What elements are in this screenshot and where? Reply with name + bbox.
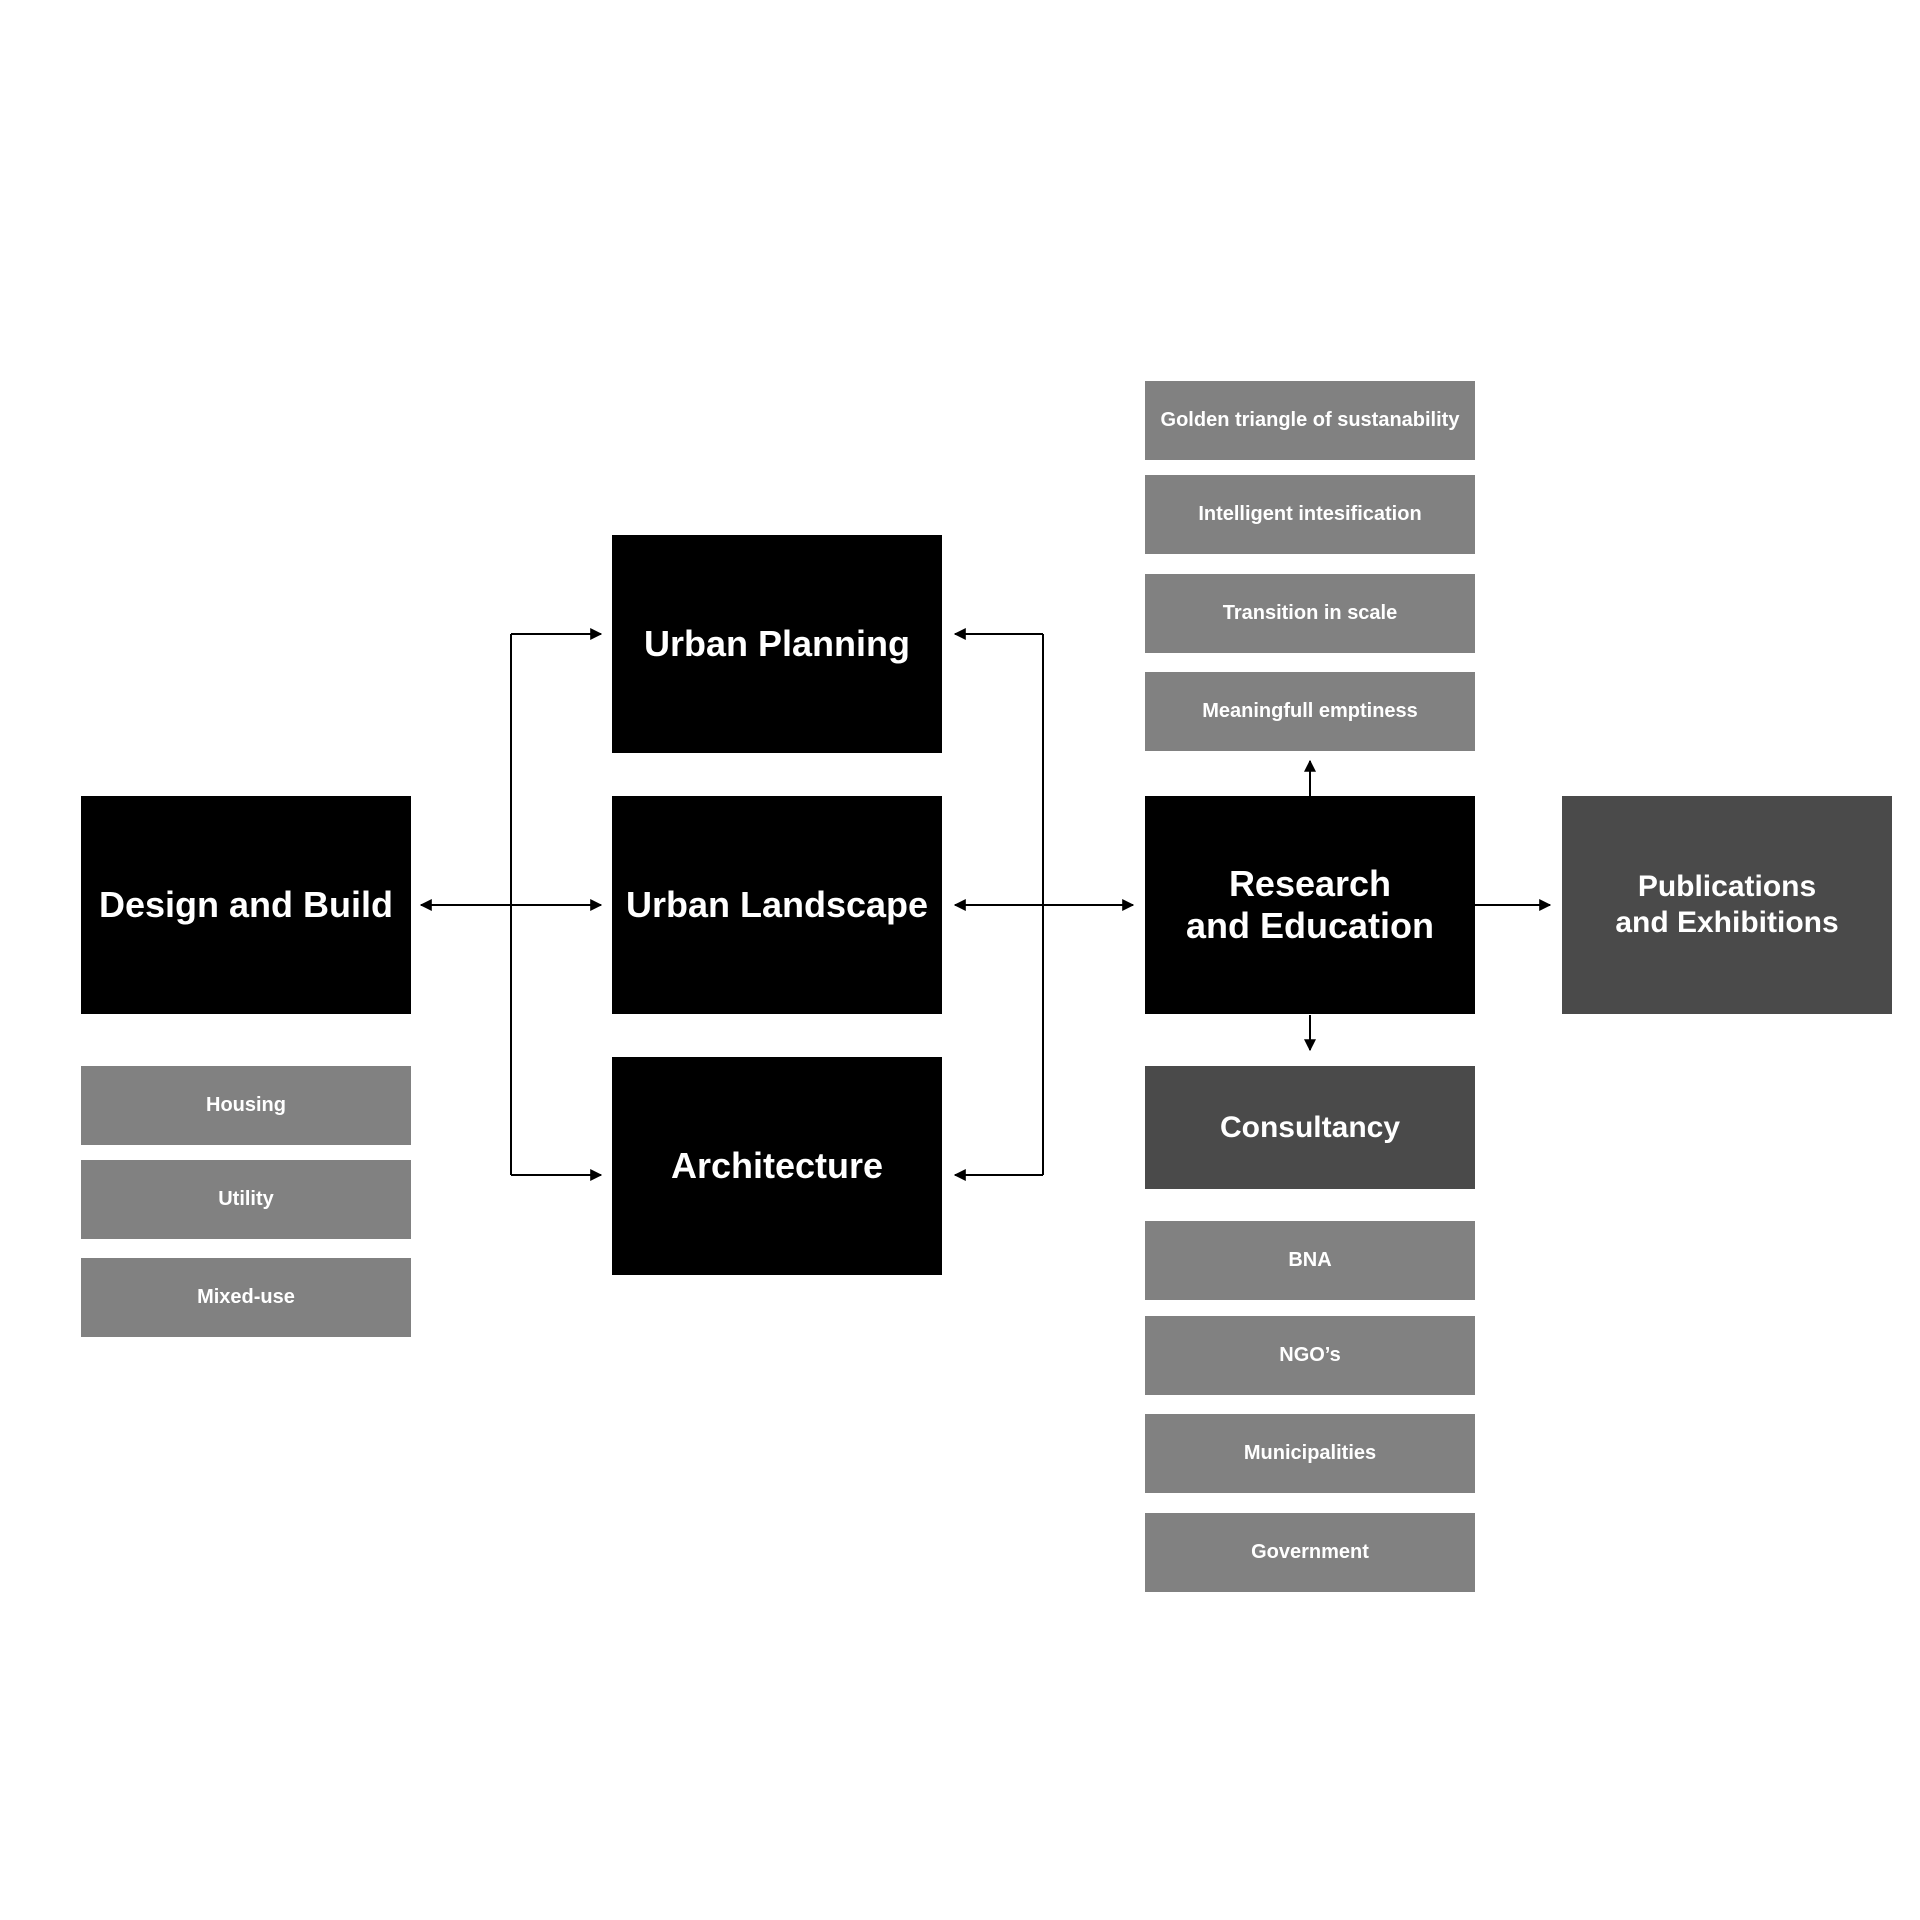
consultancy-item: NGO’s <box>1145 1316 1475 1395</box>
urban-planning-label: Urban Planning <box>643 623 910 664</box>
design-build-item-label: Utility <box>218 1188 274 1210</box>
research-item: Intelligent intesification <box>1145 475 1475 554</box>
consultancy-item-label: Municipalities <box>1243 1442 1377 1464</box>
research-and-education-label: Research and Education <box>1185 863 1434 946</box>
research-item-label: Meaningfull emptiness <box>1202 700 1418 722</box>
publications-and-exhibitions-label: Publications and Exhibitions <box>1615 870 1839 939</box>
publications-and-exhibitions-box: Publications and Exhibitions <box>1562 796 1892 1014</box>
architecture-label: Architecture <box>670 1145 884 1186</box>
research-item: Transition in scale <box>1145 574 1475 653</box>
urban-planning-box: Urban Planning <box>612 535 942 753</box>
consultancy-item: BNA <box>1145 1221 1475 1300</box>
design-and-build-label: Design and Build <box>98 884 393 925</box>
research-item: Meaningfull emptiness <box>1145 672 1475 751</box>
research-item-label: Golden triangle of sustanability <box>1160 409 1460 431</box>
research-and-education-box: Research and Education <box>1145 796 1475 1014</box>
urban-landscape-box: Urban Landscape <box>612 796 942 1014</box>
urban-landscape-label: Urban Landscape <box>625 884 929 925</box>
research-item-label: Intelligent intesification <box>1198 503 1422 525</box>
consultancy-item-label: Government <box>1251 1541 1369 1563</box>
consultancy-box: Consultancy <box>1145 1066 1475 1189</box>
consultancy-item: Municipalities <box>1145 1414 1475 1493</box>
consultancy-item-label: NGO’s <box>1279 1344 1341 1366</box>
research-item-label: Transition in scale <box>1222 602 1398 624</box>
research-item: Golden triangle of sustanability <box>1145 381 1475 460</box>
architecture-box: Architecture <box>612 1057 942 1275</box>
design-and-build-box: Design and Build <box>81 796 411 1014</box>
consultancy-label: Consultancy <box>1219 1110 1401 1144</box>
design-build-item: Housing <box>81 1066 411 1145</box>
design-build-item-label: Housing <box>206 1094 286 1116</box>
design-build-item: Utility <box>81 1160 411 1239</box>
consultancy-item: Government <box>1145 1513 1475 1592</box>
design-build-item-label: Mixed-use <box>197 1286 295 1308</box>
consultancy-item-label: BNA <box>1288 1249 1332 1271</box>
design-build-item: Mixed-use <box>81 1258 411 1337</box>
